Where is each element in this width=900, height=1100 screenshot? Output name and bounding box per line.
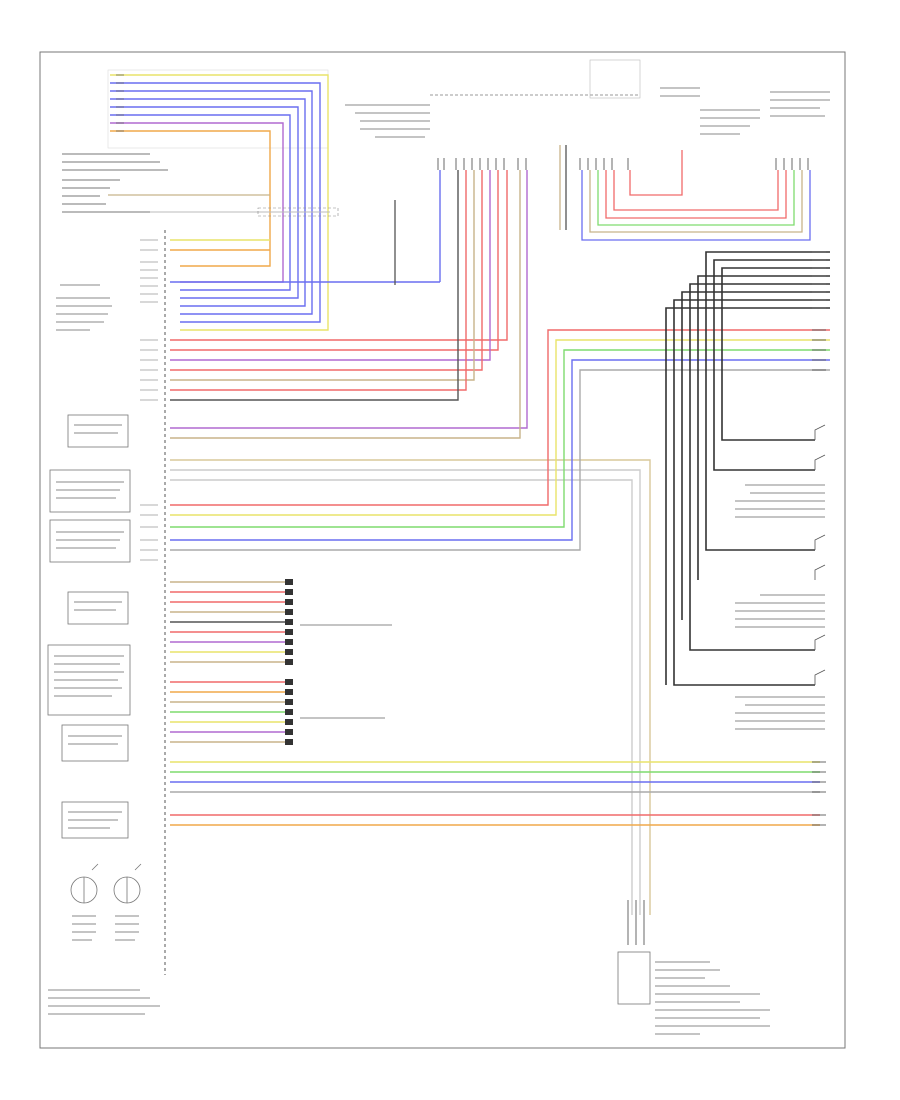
connector-bus-b [170,681,285,743]
bottom-sensor [617,900,770,1035]
pin-label-placeholders [140,239,158,561]
left-block-3 [49,519,131,563]
sensor-box [617,951,651,1005]
top-connector-cluster [345,59,830,285]
right-block-text-placeholders [735,484,825,730]
speaker-icon [70,863,99,904]
diagram-frame [39,51,846,1049]
right-black-harness [665,251,830,686]
relay-contact-icon [814,424,826,685]
left-block-4 [67,591,129,625]
connector-bus-a [170,581,285,663]
top-module-box [589,59,641,99]
left-block-text-placeholders [54,424,124,829]
left-block-7 [61,801,129,839]
left-side-labels [48,284,160,1015]
left-block-5 [47,644,131,716]
left-text-placeholders [62,153,168,213]
connector-icon [285,579,293,665]
long-wire-rows [170,761,820,826]
mid-wire-group [170,170,528,439]
top-left-pin-ticks [116,74,124,132]
left-block-2 [49,469,131,513]
speaker-group [70,863,142,941]
speaker-icon [113,863,142,904]
left-component-boxes [47,414,131,839]
left-block-1 [67,414,129,448]
left-block-6 [61,724,129,762]
right-pin-ticks [812,251,826,826]
lower-wire-group [170,329,830,915]
mid-connector [108,194,339,217]
top-left-connector-box [107,69,329,149]
connector-icon [285,679,293,745]
top-left-harness [107,69,329,331]
